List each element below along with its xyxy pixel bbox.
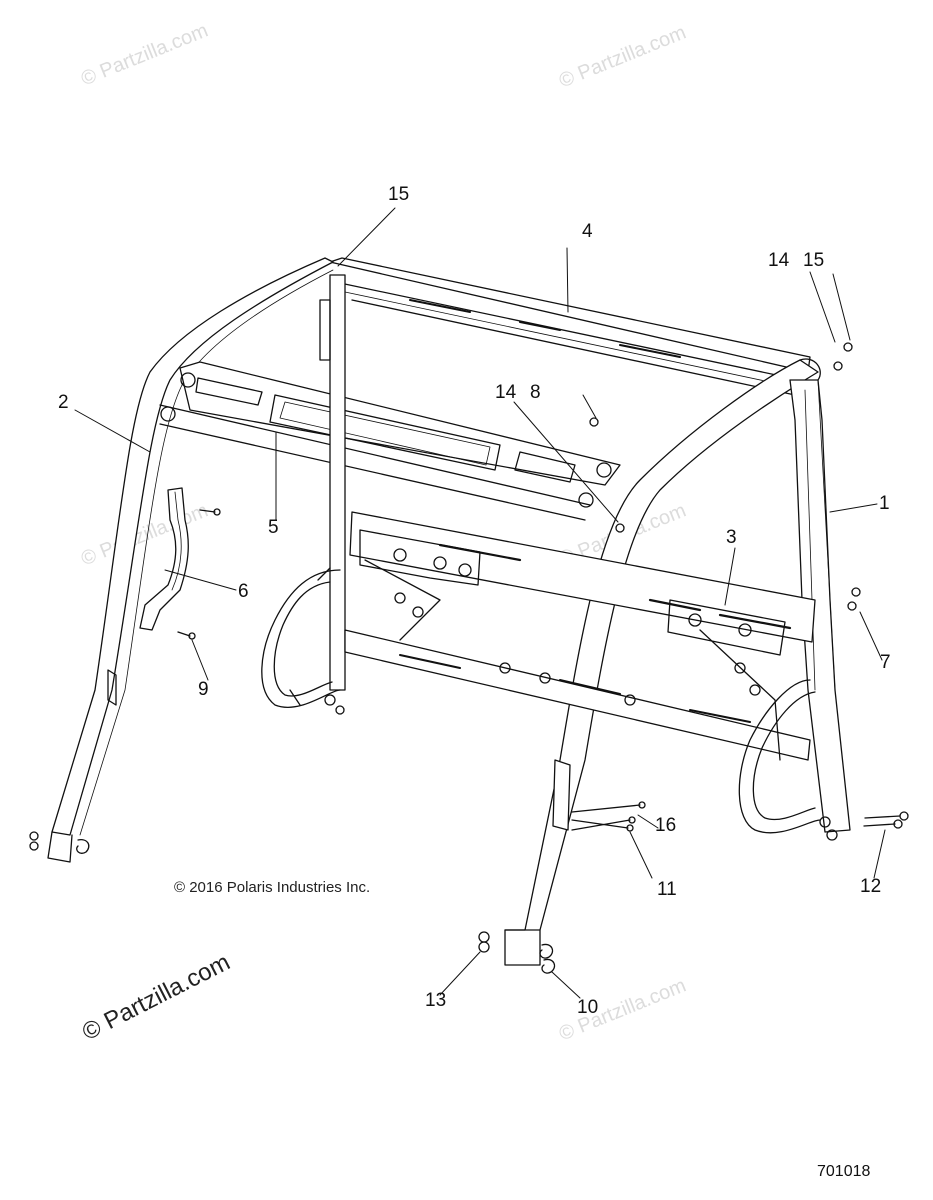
callout-14-top-right: 14 [768, 250, 790, 271]
callout-15-top-right: 15 [803, 250, 825, 271]
roof-rail [329, 257, 811, 396]
callout-2: 2 [58, 392, 69, 413]
callout-3: 3 [726, 527, 737, 548]
callout-14-center: 14 [495, 382, 517, 403]
callout-12: 12 [860, 876, 882, 897]
callout-6: 6 [238, 581, 249, 602]
callout-1: 1 [879, 493, 890, 514]
leader-lines [74, 207, 886, 999]
callout-16: 16 [655, 815, 677, 836]
grab-handle [139, 487, 189, 631]
callout-11: 11 [657, 879, 677, 900]
callout-15-top: 15 [388, 184, 410, 205]
callout-7: 7 [880, 652, 891, 673]
callout-13: 13 [425, 990, 447, 1011]
callout-5: 5 [268, 517, 279, 538]
left-rear-grab-loop [261, 567, 341, 708]
left-roll-bar-tube [47, 257, 334, 863]
callout-10: 10 [577, 997, 599, 1018]
callout-8: 8 [530, 382, 541, 403]
callout-9: 9 [198, 679, 209, 700]
right-rear-grab-loop [738, 679, 821, 834]
front-cross-bar [159, 361, 621, 521]
rear-left-post [319, 274, 346, 691]
copyright-text: © 2016 Polaris Industries Inc. [174, 879, 371, 896]
rear-panel [344, 511, 816, 761]
fasteners [29, 342, 909, 974]
callout-4: 4 [582, 221, 593, 242]
diagram-id: 701018 [817, 1163, 871, 1180]
